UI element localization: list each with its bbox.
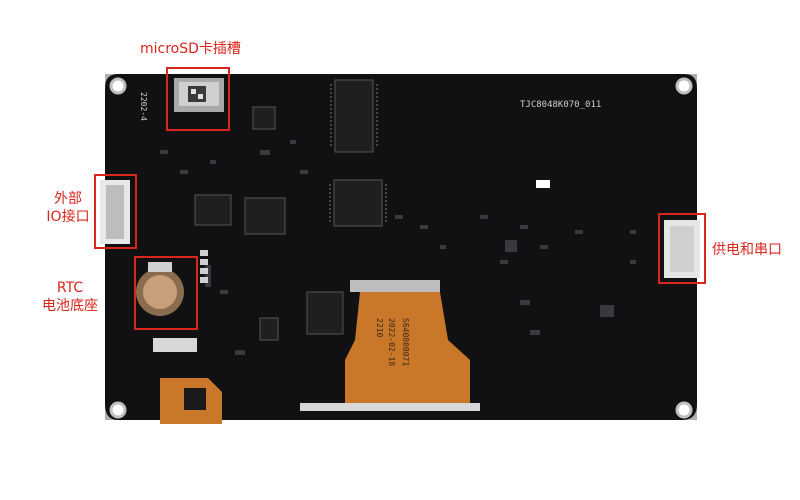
external-io-label-line2: IO接口 bbox=[46, 209, 90, 225]
microsd-slot-label: microSD卡插槽 bbox=[140, 41, 241, 57]
annotation-boxes bbox=[94, 67, 706, 330]
rtc-battery-label-line2: 电池底座 bbox=[42, 298, 98, 314]
board-model-marking: TJC8048K070_011 bbox=[520, 100, 602, 110]
fpc-date: 2022-02-18 bbox=[387, 318, 396, 367]
mounting-holes bbox=[109, 77, 693, 419]
small-fpc-connector bbox=[153, 338, 222, 424]
rtc-battery-label: RTC 电池底座 bbox=[25, 279, 115, 315]
power-serial-highlight-box bbox=[658, 213, 706, 284]
rtc-highlight-box bbox=[134, 256, 198, 330]
fpc-code: 2210 bbox=[375, 318, 384, 338]
fpc-serial: S640800071 bbox=[401, 318, 410, 367]
microsd-slot bbox=[174, 78, 224, 112]
display-fpc bbox=[300, 280, 480, 411]
external-io-label-line1: 外部 bbox=[54, 191, 82, 207]
rtc-battery-label-line1: RTC bbox=[56, 280, 84, 296]
external-io-connector bbox=[100, 180, 130, 244]
power-serial-label: 供电和串口 bbox=[712, 242, 782, 258]
board-date-marking: 2202-4 bbox=[139, 92, 148, 121]
smd-components bbox=[160, 140, 636, 355]
rtc-battery-holder bbox=[136, 262, 184, 316]
header-pads bbox=[200, 250, 208, 283]
external-io-label: 外部 IO接口 bbox=[40, 190, 96, 226]
io-highlight-box bbox=[94, 174, 137, 249]
ic-chips bbox=[194, 79, 383, 341]
white-pad bbox=[536, 180, 550, 188]
chip-pins bbox=[329, 84, 387, 222]
pcb-board bbox=[105, 74, 697, 420]
microsd-highlight-box bbox=[166, 67, 230, 131]
power-serial-connector bbox=[664, 220, 700, 278]
